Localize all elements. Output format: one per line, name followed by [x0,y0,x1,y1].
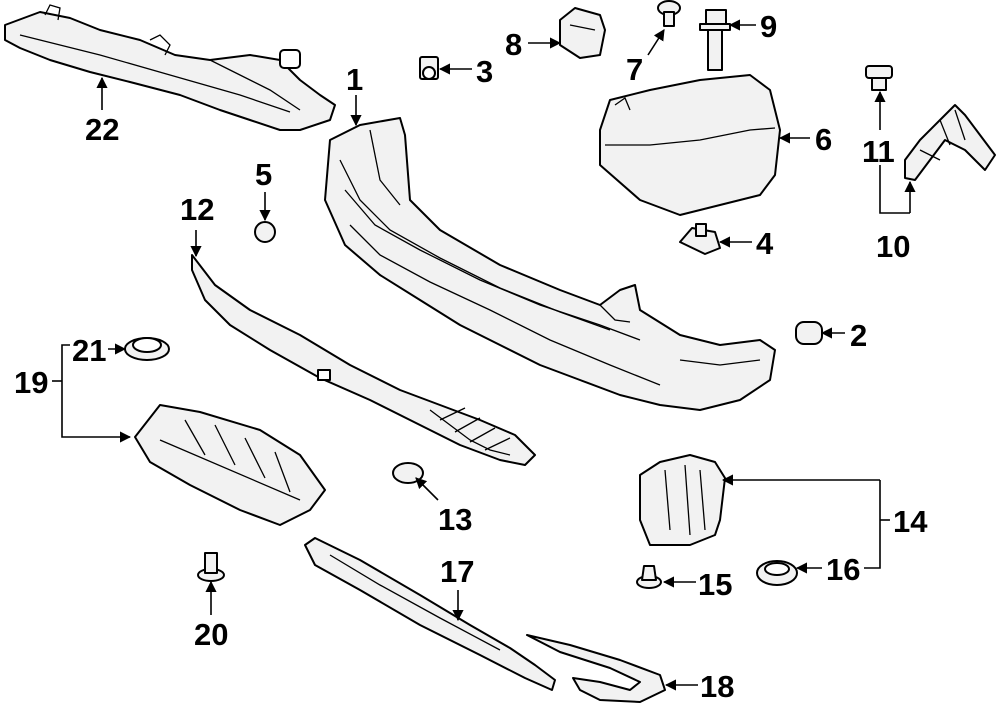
leader-7 [647,29,665,56]
callout-labels: 1 2 3 4 5 6 7 8 9 10 11 12 13 14 15 16 1… [14,9,928,704]
callout-1: 1 [346,62,363,97]
leader-19 [61,344,132,443]
part-6-extension[interactable] [599,74,781,216]
part-4-retainer[interactable] [679,223,721,255]
callout-19: 19 [14,365,48,400]
leader-14 [864,480,881,569]
part-14-bracket[interactable] [639,454,726,546]
leader-13 [415,477,439,501]
part-9-bolt[interactable] [699,9,731,71]
part-21-grommet[interactable] [124,337,170,361]
part-10-bracket[interactable] [904,104,996,181]
part-15-pushpin[interactable] [636,565,662,589]
callout-14: 14 [893,504,928,539]
part-18-trim[interactable] [526,634,666,703]
part-1-bumper-cover[interactable] [324,117,776,411]
callout-22: 22 [85,112,119,147]
part-8-bracket[interactable] [559,7,606,59]
callout-9: 9 [760,9,777,44]
callout-2: 2 [850,318,867,353]
part-5-plug[interactable] [254,221,276,243]
leader-lines [52,19,916,691]
callout-5: 5 [255,157,272,192]
callout-6: 6 [815,122,832,157]
callout-3: 3 [476,54,493,89]
part-11-grommet[interactable] [865,65,893,91]
part-2-plug[interactable] [795,321,823,345]
part-12-valance[interactable] [191,254,536,466]
part-19-skidplate[interactable] [134,404,326,526]
callout-20: 20 [194,617,228,652]
callout-4: 4 [756,226,774,261]
part-22-bracket[interactable] [4,4,336,131]
callout-21: 21 [72,333,106,368]
part-7-pushpin[interactable] [657,0,681,27]
callout-8: 8 [505,27,522,62]
part-17-strip[interactable] [304,537,556,691]
part-16-grommet[interactable] [756,560,798,586]
callout-12: 12 [180,192,214,227]
leader-10 [879,165,910,214]
part-3-clip[interactable] [419,56,439,80]
callout-16: 16 [826,552,860,587]
callout-18: 18 [700,669,734,704]
callout-11: 11 [862,134,895,169]
callout-15: 15 [698,567,732,602]
part-20-pushpin[interactable] [197,552,225,582]
callout-7: 7 [626,52,643,87]
callout-17: 17 [440,554,474,589]
callout-13: 13 [438,502,472,537]
callout-10: 10 [876,229,910,264]
